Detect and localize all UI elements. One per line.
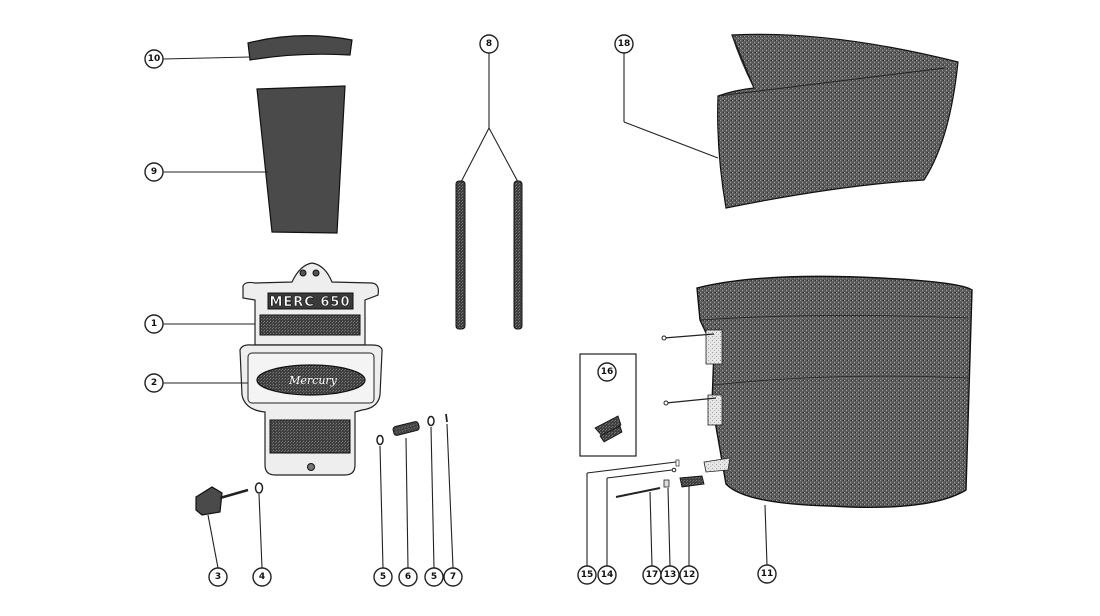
callout-12: 12 <box>679 565 699 585</box>
part-5-washer-right <box>427 415 435 427</box>
callout-17: 17 <box>642 565 662 585</box>
part-6-spring <box>392 421 420 436</box>
svg-text:1: 1 <box>151 319 157 329</box>
part-9-tapered-panel <box>256 85 346 234</box>
svg-text:3: 3 <box>215 572 221 582</box>
emblem-script: Mercury <box>288 374 338 387</box>
part-14-pin <box>671 467 677 473</box>
callout-11: 11 <box>757 564 777 584</box>
part-12-latch-plate <box>679 475 705 488</box>
part-8-trim-strips <box>455 180 523 330</box>
callout-10: 10 <box>144 49 164 69</box>
callout-1: 1 <box>144 314 164 334</box>
part-10-cap-strip <box>247 35 353 61</box>
svg-text:17: 17 <box>646 570 659 580</box>
callout-3: 3 <box>208 567 228 587</box>
callout-13: 13 <box>660 565 680 585</box>
part-3-knob <box>195 486 249 516</box>
svg-text:14: 14 <box>601 570 614 580</box>
callout-8: 8 <box>479 34 499 54</box>
part-5-washer-left <box>376 434 384 446</box>
callout-15: 15 <box>577 565 597 585</box>
part-15-small-pin <box>675 459 680 467</box>
svg-text:18: 18 <box>618 39 631 49</box>
svg-text:7: 7 <box>450 572 456 582</box>
part-17-rod <box>615 487 661 498</box>
svg-text:4: 4 <box>259 572 265 582</box>
svg-text:2: 2 <box>151 378 157 388</box>
callout-4: 4 <box>252 567 272 587</box>
callout-2: 2 <box>144 373 164 393</box>
callout-5-right: 5 <box>424 567 444 587</box>
svg-text:13: 13 <box>664 570 677 580</box>
svg-text:6: 6 <box>405 572 411 582</box>
callout-18: 18 <box>614 34 634 54</box>
callout-7: 7 <box>443 567 463 587</box>
part-18-folded-sheet <box>717 33 959 209</box>
callout-16: 16 <box>597 362 617 382</box>
svg-text:9: 9 <box>151 167 157 177</box>
part-11-engine-cover <box>661 275 973 508</box>
svg-text:10: 10 <box>148 54 161 64</box>
name-plate-text: MERC 650 <box>269 295 350 310</box>
part-2-emblem-housing: Mercury <box>239 344 383 476</box>
svg-text:5: 5 <box>431 572 437 582</box>
part-13-clip <box>663 479 670 488</box>
svg-text:16: 16 <box>601 367 614 377</box>
svg-text:15: 15 <box>581 570 594 580</box>
svg-text:8: 8 <box>486 39 492 49</box>
part-4-o-ring <box>254 482 264 494</box>
callout-9: 9 <box>144 162 164 182</box>
part-1-front-plate: MERC 650 <box>242 262 379 346</box>
svg-text:5: 5 <box>380 572 386 582</box>
svg-text:12: 12 <box>683 570 696 580</box>
part-7-pin <box>445 413 448 423</box>
callout-14: 14 <box>597 565 617 585</box>
leader-lines <box>162 53 768 569</box>
svg-text:11: 11 <box>761 569 774 579</box>
callout-6: 6 <box>398 567 418 587</box>
callout-5-left: 5 <box>373 567 393 587</box>
